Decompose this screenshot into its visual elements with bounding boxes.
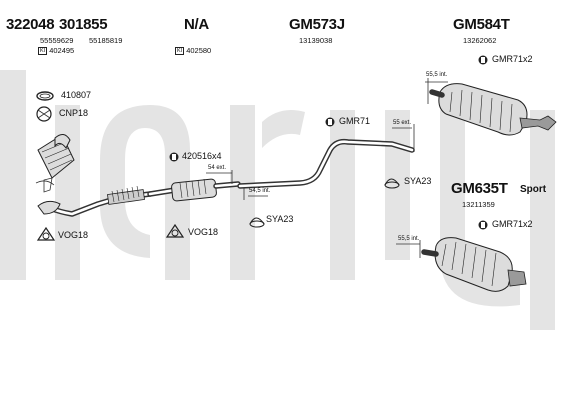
part-number-gm573j: GM573J bbox=[289, 16, 345, 33]
dimension-55-ext-marker bbox=[392, 124, 415, 152]
part-number-gm635t: GM635T bbox=[451, 180, 508, 197]
gasket-vog18-right-icon bbox=[165, 223, 185, 238]
oe-ref-55559629: 55559629 bbox=[40, 36, 74, 45]
label-gmr71x2-bottom: GMR71x2 bbox=[492, 219, 533, 229]
dimension-label-sport-inlet: 55,5 int. bbox=[398, 236, 420, 242]
dimension-label-54-ext: 54 ext. bbox=[208, 165, 227, 171]
dimension-54-ext-marker bbox=[206, 170, 233, 184]
label-420516x4: 420516x4 bbox=[182, 151, 222, 161]
label-vog18-right: VOG18 bbox=[188, 227, 219, 237]
catalog-number: 402580 bbox=[186, 46, 212, 55]
catalog-badge: KI bbox=[38, 47, 48, 55]
sport-rear-silencer bbox=[396, 237, 527, 292]
label-410807: 410807 bbox=[61, 90, 92, 100]
dimension-label-545-int: 54,5 int. bbox=[249, 188, 271, 194]
gmr71x2-bottom-icon bbox=[478, 220, 488, 230]
oe-ref-13139038: 13139038 bbox=[299, 36, 333, 45]
oe-ref-13262062: 13262062 bbox=[463, 36, 497, 45]
catalytic-converter bbox=[35, 134, 75, 193]
part-number-301855: 301855 bbox=[59, 16, 108, 33]
label-vog18-left: VOG18 bbox=[58, 230, 89, 240]
sya23-right-icon bbox=[384, 178, 400, 189]
label-sya23-right: SYA23 bbox=[404, 176, 432, 186]
label-gmr71x2-top: GMR71x2 bbox=[492, 54, 533, 64]
rear-silencer bbox=[425, 78, 557, 136]
oe-ref-55185819: 55185819 bbox=[89, 36, 123, 45]
label-gmr71: GMR71 bbox=[339, 116, 371, 126]
catalog-number: 402495 bbox=[49, 46, 75, 55]
part-number-322048: 322048 bbox=[6, 16, 55, 33]
bolt-kit-icon bbox=[169, 152, 179, 162]
front-pipe bbox=[37, 185, 153, 217]
gasket-cnp18-icon bbox=[36, 106, 52, 122]
catalog-badge: KI bbox=[175, 47, 185, 55]
intermediate-pipe bbox=[237, 138, 415, 189]
variant-label-sport: Sport bbox=[520, 184, 547, 195]
dimension-label-rear-inlet: 55,5 int. bbox=[426, 72, 448, 78]
part-number-na: N/A bbox=[184, 16, 209, 33]
gmr71-icon bbox=[325, 117, 335, 127]
part-number-gm584t: GM584T bbox=[453, 16, 510, 33]
middle-silencer bbox=[147, 178, 241, 202]
dimension-label-55-ext: 55 ext. bbox=[393, 120, 412, 126]
gasket-vog18-left-icon bbox=[36, 226, 56, 241]
sya23-center-icon bbox=[249, 217, 265, 228]
label-sya23-center: SYA23 bbox=[266, 214, 294, 224]
label-cnp18: CNP18 bbox=[59, 108, 89, 118]
oe-ref-13211359: 13211359 bbox=[462, 200, 495, 209]
gmr71x2-top-icon bbox=[478, 55, 488, 65]
clamp-410807-icon bbox=[36, 91, 54, 101]
